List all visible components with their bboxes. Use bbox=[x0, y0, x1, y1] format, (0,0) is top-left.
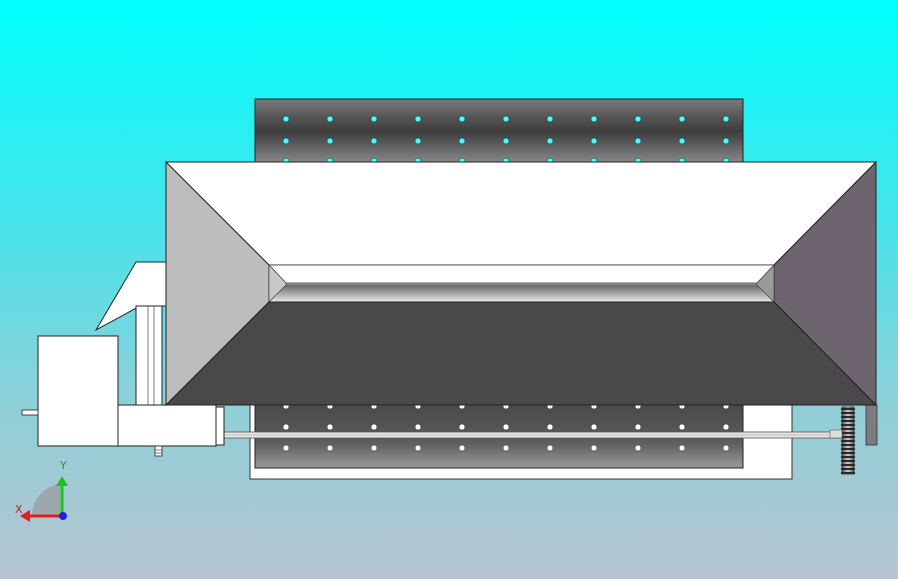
perforation-hole bbox=[282, 115, 290, 123]
perforation-hole bbox=[634, 137, 642, 145]
perforation-hole bbox=[678, 137, 686, 145]
chute-support bbox=[135, 305, 163, 406]
perforation-hole bbox=[326, 423, 334, 431]
perforation-hole bbox=[678, 115, 686, 123]
perforation-hole bbox=[502, 444, 510, 452]
gear-tooth bbox=[841, 428, 855, 430]
triad-plane-icon bbox=[31, 484, 60, 516]
perforation-hole bbox=[546, 423, 554, 431]
perforation-hole bbox=[414, 423, 422, 431]
gear-tooth bbox=[841, 408, 855, 410]
hopper-top-face bbox=[164, 161, 878, 266]
outlet-slot-inner bbox=[268, 264, 775, 284]
perforation-hole bbox=[458, 423, 466, 431]
gear-tooth bbox=[841, 452, 855, 454]
perforation-hole bbox=[678, 444, 686, 452]
perforation-hole bbox=[590, 137, 598, 145]
motor-shaft-stub bbox=[21, 409, 39, 416]
perforation-hole bbox=[502, 423, 510, 431]
perforation-hole bbox=[722, 444, 730, 452]
gearbox-foot bbox=[154, 445, 163, 457]
hopper-bottom-face bbox=[164, 301, 878, 406]
gear-tooth bbox=[841, 468, 855, 470]
perforation-hole bbox=[370, 444, 378, 452]
gear-tooth bbox=[841, 464, 855, 466]
perforation-hole bbox=[326, 115, 334, 123]
perforation-hole bbox=[546, 115, 554, 123]
right-bracket bbox=[865, 404, 878, 446]
perforation-hole bbox=[634, 444, 642, 452]
perforation-hole bbox=[634, 115, 642, 123]
gearbox-housing bbox=[117, 404, 217, 447]
shaft-collar bbox=[829, 429, 843, 439]
gear-teeth bbox=[841, 408, 855, 474]
gear-tooth bbox=[841, 416, 855, 418]
gear-tooth bbox=[841, 448, 855, 450]
gear-tooth bbox=[841, 440, 855, 442]
perforation-hole bbox=[414, 444, 422, 452]
upper-perforated-panel bbox=[254, 98, 744, 164]
gearbox-flange bbox=[215, 406, 225, 446]
z-axis-dot bbox=[59, 512, 67, 520]
y-axis-label: Y bbox=[60, 459, 67, 472]
gear-tooth bbox=[841, 436, 855, 438]
perforation-hole bbox=[546, 137, 554, 145]
gear-tooth bbox=[841, 424, 855, 426]
perforation-hole bbox=[590, 115, 598, 123]
perforation-hole bbox=[326, 444, 334, 452]
motor-body bbox=[37, 335, 119, 447]
perforation-hole bbox=[370, 423, 378, 431]
perforation-hole bbox=[282, 137, 290, 145]
perforation-hole bbox=[282, 444, 290, 452]
perforation-hole bbox=[458, 137, 466, 145]
x-axis-label: X bbox=[15, 503, 23, 516]
perforation-hole bbox=[590, 423, 598, 431]
perforation-hole bbox=[370, 115, 378, 123]
perforation-hole bbox=[722, 137, 730, 145]
perforation-hole bbox=[678, 423, 686, 431]
perforation-hole bbox=[326, 137, 334, 145]
coordinate-triad bbox=[20, 476, 68, 522]
perforation-hole bbox=[502, 115, 510, 123]
perforation-hole bbox=[722, 423, 730, 431]
gear-tooth bbox=[841, 456, 855, 458]
perforation-hole bbox=[722, 115, 730, 123]
gear-tooth bbox=[841, 460, 855, 462]
gear-tooth bbox=[841, 444, 855, 446]
perforation-hole bbox=[458, 115, 466, 123]
gear-tooth bbox=[841, 432, 855, 434]
gear-tooth bbox=[841, 420, 855, 422]
perforation-hole bbox=[282, 423, 290, 431]
gear-tooth bbox=[841, 472, 855, 474]
perforation-hole bbox=[590, 444, 598, 452]
perforation-hole bbox=[414, 115, 422, 123]
perforation-hole bbox=[502, 137, 510, 145]
perforation-hole bbox=[414, 137, 422, 145]
perforation-hole bbox=[458, 444, 466, 452]
perforation-hole bbox=[634, 423, 642, 431]
perforation-hole bbox=[370, 137, 378, 145]
perforation-hole bbox=[546, 444, 554, 452]
gear-tooth bbox=[841, 412, 855, 414]
